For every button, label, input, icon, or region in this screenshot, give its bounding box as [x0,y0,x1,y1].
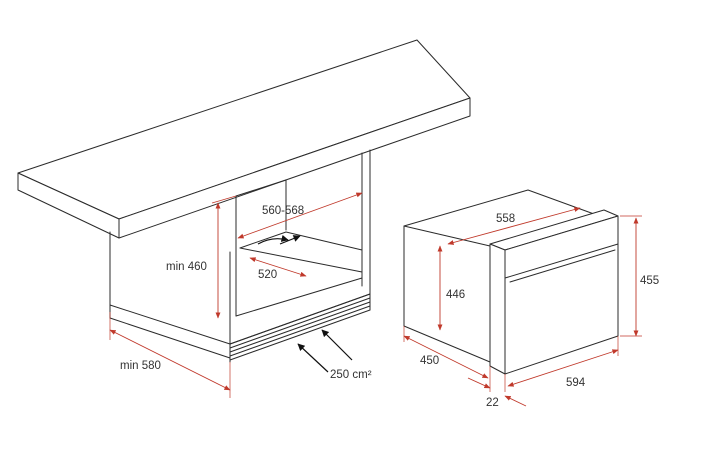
label-ventilation-area: 250 cm² [330,369,372,381]
label-min-depth: min 580 [120,360,161,372]
dimension-niche-width: 560-568 [237,192,363,239]
label-oven-front-height: 455 [640,275,659,287]
oven-drawing: 558 446 455 450 594 [403,189,659,409]
label-oven-depth: 558 [496,213,515,225]
worktop [17,39,471,239]
dimension-oven-side-depth: 450 [403,326,489,379]
dimension-min-height: min 460 [166,195,237,319]
dimension-oven-front-width: 594 [504,336,619,392]
dimension-oven-depth: 558 [447,207,581,245]
cabinet-drawing: 560-568 520 min 460 min 580 250 cm² [17,39,471,398]
dimension-oven-body-height: 446 [437,245,465,331]
label-niche-width: 560-568 [262,205,304,217]
dimension-inner-depth: 520 [249,257,307,281]
dimension-min-depth: min 580 [109,312,231,398]
label-inner-depth: 520 [258,269,277,281]
label-oven-body-height: 446 [446,289,465,301]
ventilation-grille [229,293,371,361]
label-oven-side-depth: 450 [420,355,439,367]
label-door-thickness: 22 [486,397,499,409]
dimension-oven-front-height: 455 [620,215,659,337]
label-min-height: min 460 [166,261,207,273]
airflow-arrows [257,234,353,373]
label-oven-front-width: 594 [566,377,586,389]
dimension-door-thickness: 22 [467,366,527,409]
